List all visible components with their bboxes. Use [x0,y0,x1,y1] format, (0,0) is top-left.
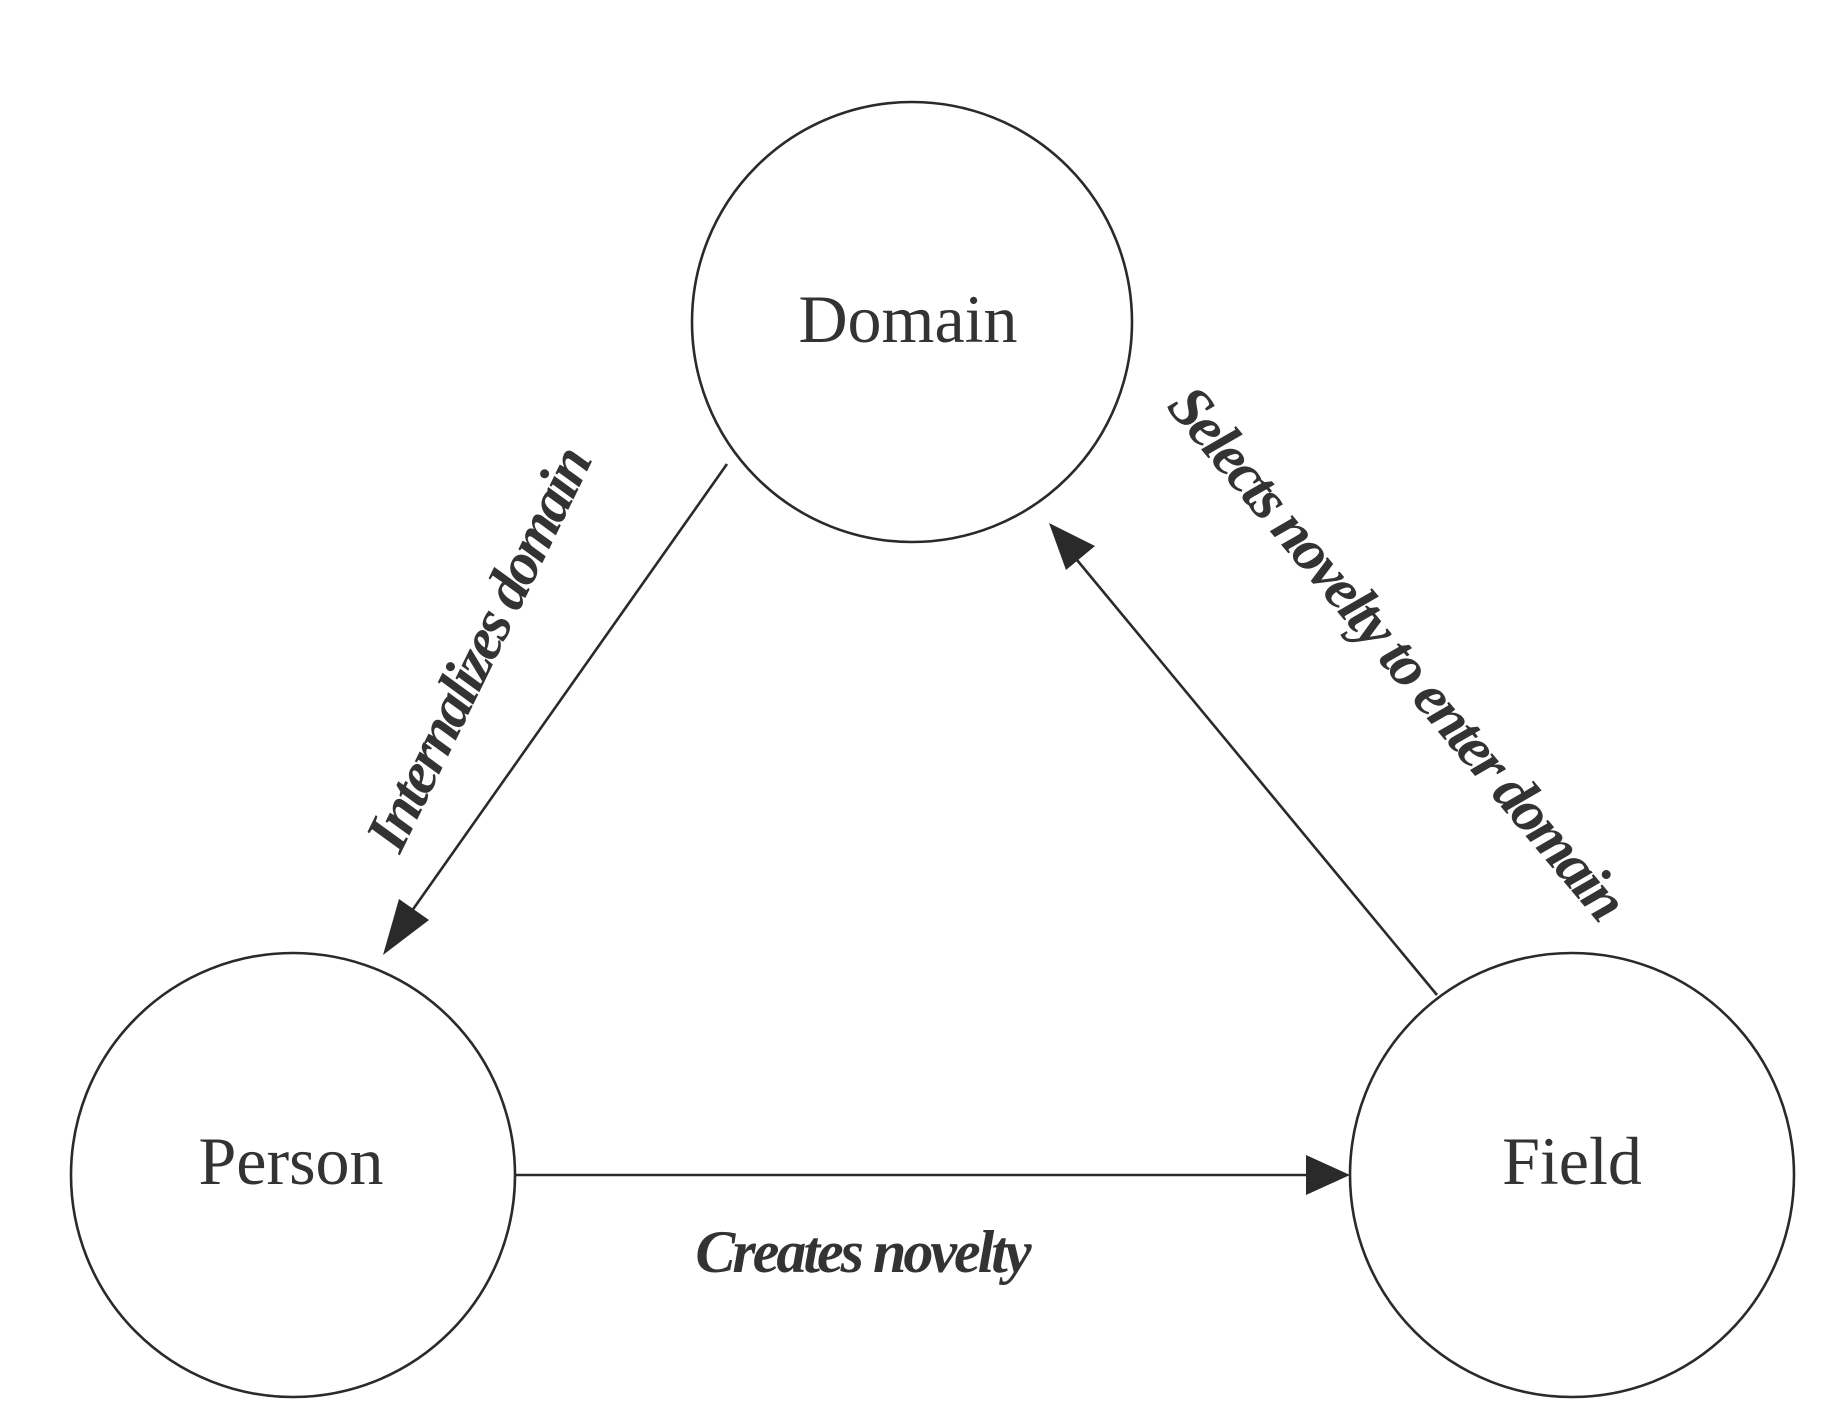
edge-line-domain-person [407,463,729,916]
edge-domain-to-person: Internalizes domain [352,437,729,955]
field-node: Field [1348,951,1796,1399]
edge-line-field-domain [1075,559,1439,996]
arrow-head-domain [1049,523,1095,570]
person-label: Person [198,1123,383,1199]
edge-field-to-domain: Selects novelty to enter domain [1049,373,1640,996]
arrow-head-field [1306,1155,1350,1195]
domain-node: Domain [690,100,1134,544]
field-label: Field [1502,1123,1642,1199]
edge-person-to-field: Creates novelty [515,1155,1350,1285]
domain-label: Domain [798,281,1017,357]
arrow-head-person [383,899,429,955]
edge-label-creates-novelty: Creates novelty [695,1219,1032,1285]
domain-circle [690,100,1134,544]
person-node: Person [69,951,517,1399]
edge-label-internalizes-domain: Internalizes domain [352,437,604,861]
edge-label-selects-novelty: Selects novelty to enter domain [1156,373,1640,932]
